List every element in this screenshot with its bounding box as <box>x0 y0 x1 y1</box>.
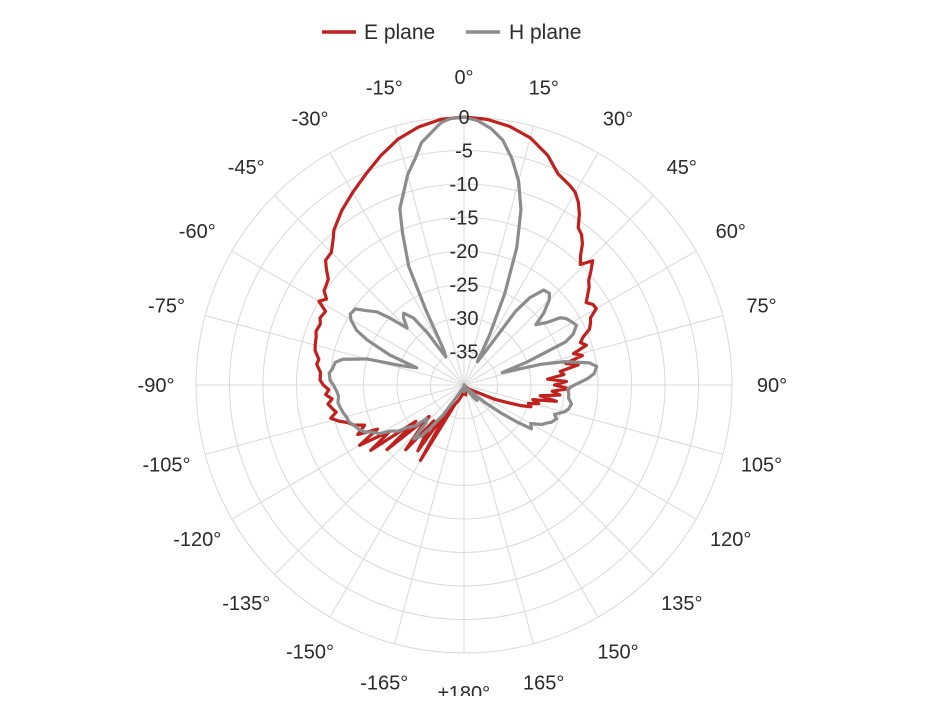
grid-spoke <box>394 384 465 644</box>
angle-tick-label: 135° <box>661 593 702 615</box>
grid-spoke <box>394 126 465 386</box>
angle-tick-label: 165° <box>523 673 564 695</box>
angle-tick-label: ±180° <box>438 683 490 696</box>
radial-tick-label: -35 <box>450 342 479 364</box>
angle-tick-label: 30° <box>603 108 633 130</box>
radial-tick-label: -10 <box>450 174 479 196</box>
angle-tick-label: -150° <box>286 642 334 664</box>
radial-tick-label: -15 <box>450 208 479 230</box>
polar-grid <box>195 116 733 654</box>
angle-tick-label: -60° <box>179 221 216 243</box>
radial-tick-label: -5 <box>455 141 473 163</box>
angle-tick-label: -30° <box>292 108 329 130</box>
angle-tick-label: 105° <box>741 455 782 477</box>
angle-tick-label: 45° <box>667 157 697 179</box>
radial-tick-label: -25 <box>450 275 479 297</box>
grid-spoke <box>231 384 465 520</box>
series-layer <box>313 115 599 463</box>
radial-labels: 0 -5 -10 -15 -20 -25 -30 -35 <box>450 107 479 364</box>
grid-spoke <box>463 384 697 520</box>
radial-tick-label: -30 <box>450 308 479 330</box>
grid-spoke <box>463 384 599 618</box>
grid-spoke <box>463 384 654 575</box>
series-line-h-plane <box>327 115 599 441</box>
grid-spoke <box>463 384 534 644</box>
radial-tick-label: -20 <box>450 241 479 263</box>
grid-spoke <box>463 195 654 386</box>
angle-tick-label: 0° <box>454 67 473 89</box>
grid-spoke <box>463 250 697 386</box>
angle-tick-label: -15° <box>366 77 403 99</box>
angle-tick-label: 90° <box>757 375 787 397</box>
angle-tick-label: 75° <box>746 295 776 317</box>
angle-tick-label: -75° <box>148 295 185 317</box>
angle-tick-label: 150° <box>597 642 638 664</box>
angle-tick-label: -120° <box>173 529 221 551</box>
grid-spoke <box>205 315 465 386</box>
radial-tick-label: 0 <box>458 107 469 129</box>
legend-label-e-plane: E plane <box>364 21 435 44</box>
angle-tick-label: -105° <box>142 455 190 477</box>
angle-tick-label: -90° <box>138 375 175 397</box>
legend-label-h-plane: H plane <box>509 21 581 44</box>
legend: E plane H plane <box>322 21 581 44</box>
grid-spoke <box>463 384 723 455</box>
angle-tick-label: 60° <box>716 221 746 243</box>
grid-spoke <box>274 195 465 386</box>
series-line-e-plane <box>313 115 598 463</box>
grid-spoke <box>231 250 465 386</box>
angle-tick-label: 120° <box>710 529 751 551</box>
angle-tick-label: -45° <box>228 157 265 179</box>
grid-spoke <box>463 315 723 386</box>
angle-tick-label: -165° <box>360 673 408 695</box>
grid-spoke <box>274 384 465 575</box>
angle-tick-label: -135° <box>222 593 270 615</box>
angle-tick-label: 15° <box>529 77 559 99</box>
grid-spoke <box>463 126 534 386</box>
